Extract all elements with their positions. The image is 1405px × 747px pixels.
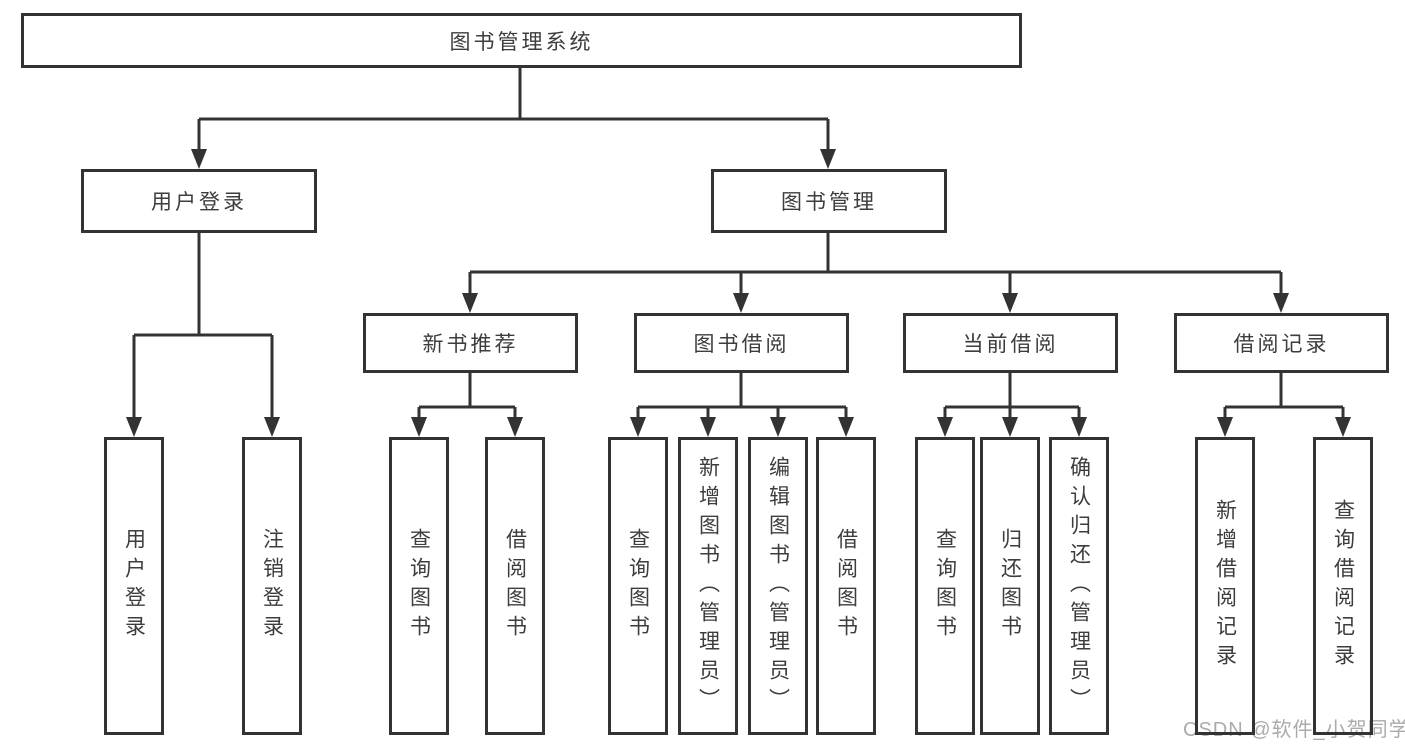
node-leaf-logout: 注销登录 [242, 437, 302, 735]
node-leaf-user-login: 用户登录 [104, 437, 164, 735]
node-leaf-add-book-admin: 新增图书（管理员） [678, 437, 738, 735]
node-leaf-confirm-return-admin: 确认归还（管理员） [1049, 437, 1109, 735]
node-leaf-query-books-current: 查询图书 [915, 437, 975, 735]
node-leaf-return-books: 归还图书 [980, 437, 1040, 735]
node-borrowing-records: 借阅记录 [1174, 313, 1389, 373]
node-book-management: 图书管理 [711, 169, 947, 233]
node-current-borrowing: 当前借阅 [903, 313, 1118, 373]
node-leaf-edit-book-admin: 编辑图书（管理员） [748, 437, 808, 735]
node-book-borrowing: 图书借阅 [634, 313, 849, 373]
csdn-watermark: CSDN @软件_小贺同学 [1183, 719, 1405, 741]
node-leaf-borrow-books-recommend: 借阅图书 [485, 437, 545, 735]
node-new-book-recommendation: 新书推荐 [363, 313, 578, 373]
node-leaf-query-books-borrowing: 查询图书 [608, 437, 668, 735]
node-library-management-system: 图书管理系统 [21, 13, 1022, 68]
node-user-login: 用户登录 [81, 169, 317, 233]
node-leaf-add-borrow-record: 新增借阅记录 [1195, 437, 1255, 735]
node-leaf-borrow-books-borrowing: 借阅图书 [816, 437, 876, 735]
node-leaf-query-books-recommend: 查询图书 [389, 437, 449, 735]
node-leaf-query-borrow-record: 查询借阅记录 [1313, 437, 1373, 735]
